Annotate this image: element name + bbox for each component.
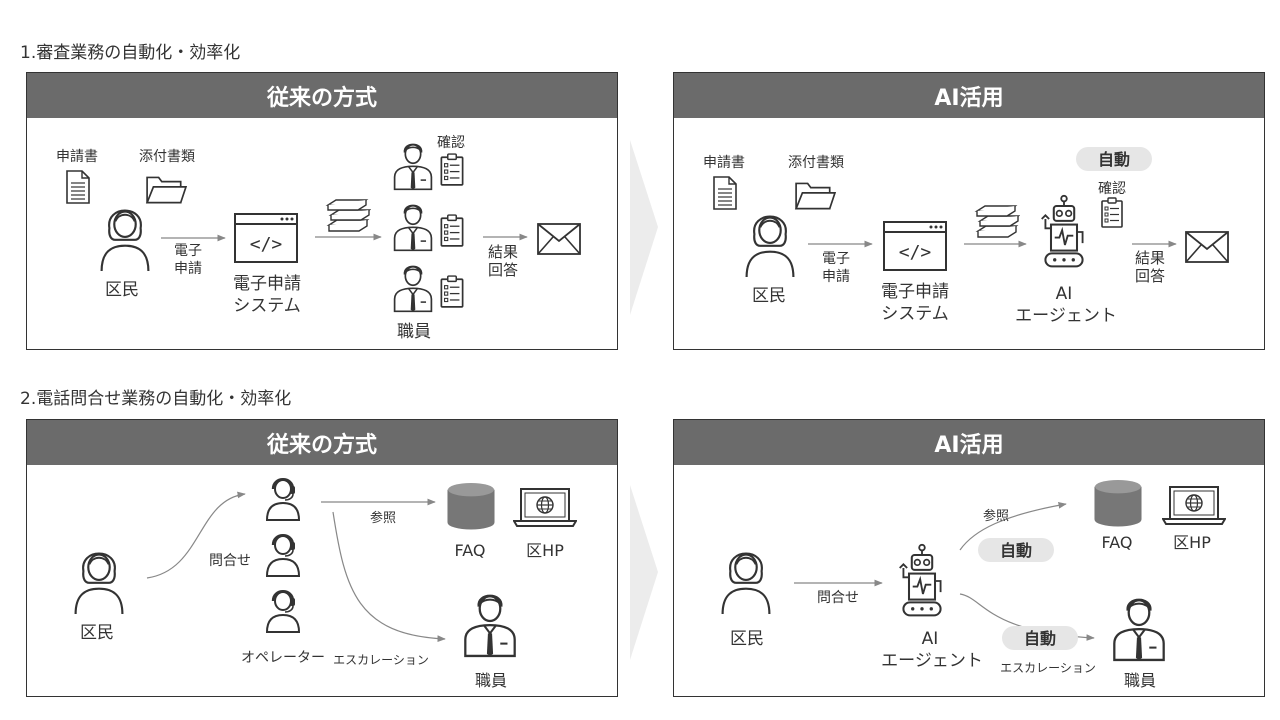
label-faq: FAQ [1102,533,1133,552]
document-icon [66,170,90,204]
label-escalation: エスカレーション [1000,661,1096,675]
chevron-arrow-section1 [630,140,658,315]
label-resident: 区民 [730,629,764,649]
label-inquiry: 問合せ [209,553,251,569]
auto-badge-2 [1002,626,1078,650]
checklist-icon [440,153,464,186]
arrow-inquiry [146,491,246,579]
label-result-1: 結果 [488,243,518,261]
robot-agent-icon [898,543,942,617]
label-ward-hp: 区HP [526,541,564,560]
label-agent-1: AI [1056,284,1073,304]
label-auto-1: 自動 [1000,541,1032,560]
checklist-icon [440,275,464,308]
label-application-form: 申請書 [703,155,745,171]
label-result-2: 回答 [1135,267,1165,285]
label-e-application-1: 電子 [174,243,202,259]
section-title-2: 2.電話問合せ業務の自動化・効率化 [20,389,292,409]
label-result-1: 結果 [1135,249,1165,267]
robot-agent-icon [1040,194,1084,268]
label-staff: 職員 [475,671,507,690]
label-agent-2: エージェント [1015,306,1117,326]
laptop-globe-icon [1162,485,1226,526]
label-auto: 自動 [1098,150,1130,169]
label-attachments: 添付書類 [139,149,195,165]
label-system-1: 電子申請 [233,274,301,294]
resident-woman-icon [721,552,771,616]
label-auto-2: 自動 [1024,629,1056,648]
auto-badge [1076,147,1152,171]
envelope-icon [1185,231,1229,263]
label-e-application-2: 申請 [174,261,202,277]
folder-icon [146,176,187,204]
panel-s2-conventional: 従来の方式 区民 問合せ オペレーター 参照 エスカレーション FAQ 区HP … [26,419,618,697]
label-reference: 参照 [983,508,1009,524]
label-e-application-1: 電子 [822,251,850,267]
label-attachments: 添付書類 [788,155,844,171]
label-system-2: システム [881,304,949,324]
panel-header: 従来の方式 [27,73,617,118]
panel-s2-ai: AI活用 区民 問合せ AI エージェント 参照 自動 FAQ 区HP 自動 エ… [673,419,1265,697]
checklist-icon [440,214,464,247]
staff-man-icon [1113,598,1165,662]
label-operator: オペレーター [241,650,325,666]
panel-header: AI活用 [674,73,1264,118]
label-confirm: 確認 [1098,181,1126,197]
system-window-icon [883,221,947,271]
label-system-1: 電子申請 [881,282,949,302]
label-application-form: 申請書 [56,149,98,165]
checklist-icon [1101,197,1123,228]
label-inquiry: 問合せ [817,590,859,606]
label-resident: 区民 [80,623,114,643]
resident-woman-icon [74,552,124,616]
label-resident: 区民 [752,286,786,306]
auto-badge-1 [978,538,1054,562]
arrow-escalation [332,511,446,643]
panel-s1-ai: AI活用 申請書 添付書類 区民 電子 申請 電子申請 システム 自動 確認 A… [673,72,1265,350]
label-confirm: 確認 [437,135,465,151]
label-staff: 職員 [1124,671,1156,690]
label-agent-2: エージェント [881,651,983,671]
label-resident: 区民 [105,280,139,300]
staff-man-icon [393,204,433,252]
operator-headset-icon [265,478,301,522]
books-icon [327,199,370,232]
label-faq: FAQ [455,541,486,560]
label-result-2: 回答 [488,261,518,279]
label-e-application-2: 申請 [822,269,850,285]
staff-man-icon [393,265,433,313]
staff-man-icon [393,143,433,191]
laptop-globe-icon [513,487,577,528]
books-icon [976,205,1019,238]
folder-icon [795,182,836,210]
panel-header: AI活用 [674,420,1264,465]
chevron-arrow-section2 [630,485,658,660]
resident-woman-icon [745,215,795,279]
operator-headset-icon [265,590,301,634]
system-window-icon [234,213,298,263]
document-icon [713,176,737,210]
label-reference: 参照 [370,510,396,526]
database-icon [1094,479,1142,527]
panel-header: 従来の方式 [27,420,617,465]
label-ward-hp: 区HP [1173,533,1211,552]
section-title-1: 1.審査業務の自動化・効率化 [20,43,241,63]
label-escalation: エスカレーション [333,653,429,667]
envelope-icon [537,223,581,255]
database-icon [447,482,495,530]
label-staff: 職員 [397,322,431,342]
panel-s1-conventional: 従来の方式 申請書 添付書類 区民 電子 申請 電子申請 システム 確認 職員 … [26,72,618,350]
label-system-2: システム [233,296,301,316]
staff-man-icon [464,594,516,658]
arrow-reference [959,502,1067,551]
resident-woman-icon [100,209,150,273]
label-agent-1: AI [922,629,939,649]
operator-headset-icon [265,534,301,578]
